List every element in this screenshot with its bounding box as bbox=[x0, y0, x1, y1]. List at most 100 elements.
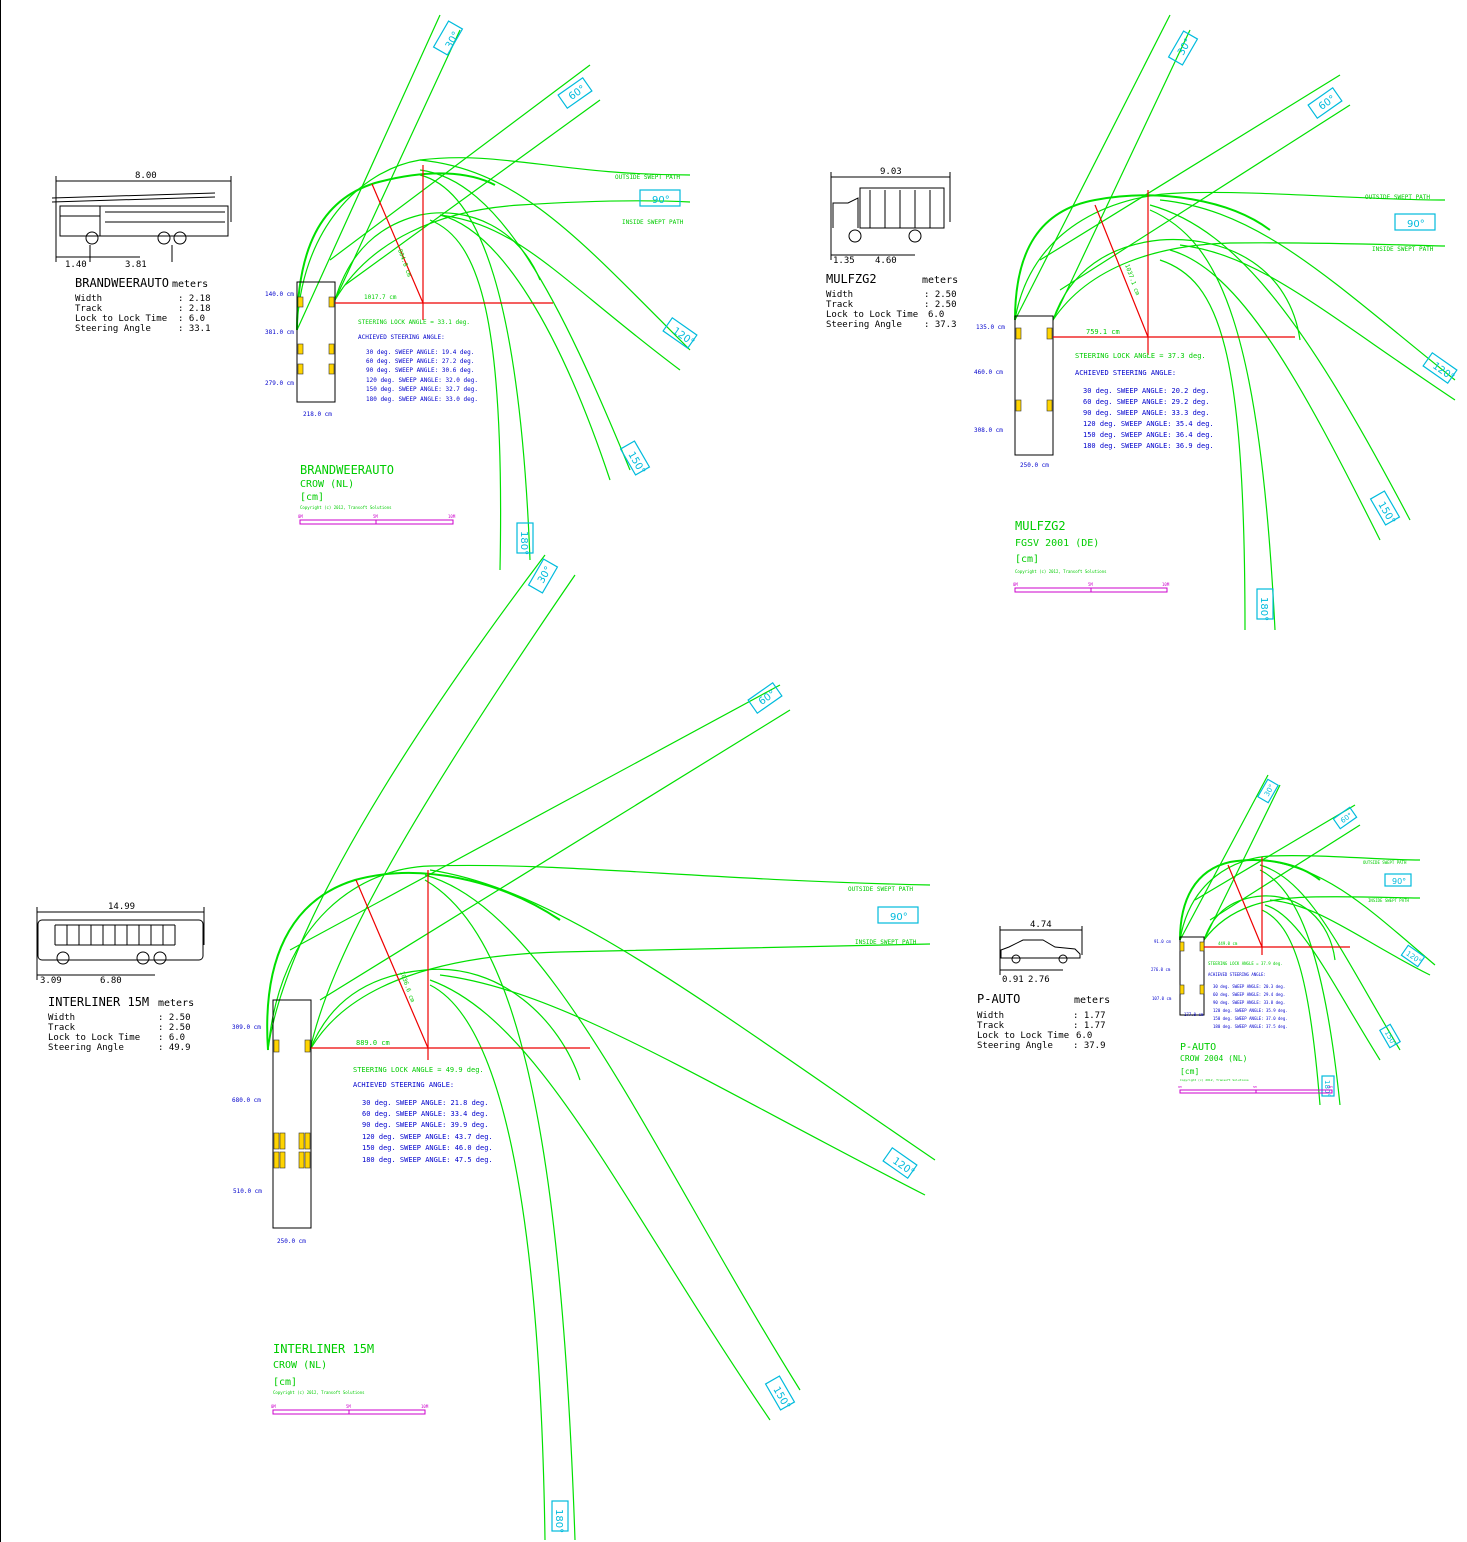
drawing-label: [cm] bbox=[1015, 554, 1039, 565]
drawing-label: FGSV 2001 (DE) bbox=[1015, 538, 1099, 549]
drawing-label: meters bbox=[1074, 995, 1110, 1006]
drawing-label: 150 deg. SWEEP ANGLE: 32.7 deg. bbox=[366, 386, 478, 393]
drawing-label: 10M bbox=[421, 1404, 429, 1409]
drawing-label: : 2.50 bbox=[158, 1013, 191, 1023]
drawing-label: STEERING LOCK ANGLE = 37.3 deg. bbox=[1075, 352, 1206, 360]
drawing-label: 218.0 cm bbox=[303, 411, 332, 418]
drawing-label: 140.0 cm bbox=[265, 291, 294, 298]
drawing-label: 0M bbox=[1013, 582, 1018, 587]
vehicle-name: P-AUTO bbox=[977, 992, 1020, 1006]
drawing-label: 180° bbox=[553, 1509, 564, 1533]
drawing-label: 759.1 cm bbox=[1086, 328, 1120, 336]
drawing-label: 381.0 cm bbox=[265, 329, 294, 336]
drawing-label: 449.0 cm bbox=[1218, 941, 1238, 946]
drawing-label: 150 deg. SWEEP ANGLE: 36.4 deg. bbox=[1083, 431, 1214, 439]
swept-path-interliner: 889.0 cm 1036.6 cm 309.0 cm 680.0 cm 510… bbox=[232, 554, 936, 1541]
drawing-label: ACHIEVED STEERING ANGLE: bbox=[1075, 369, 1176, 377]
garbage-truck-icon bbox=[832, 187, 945, 243]
angle-arrows bbox=[432, 20, 698, 554]
drawing-label: Width bbox=[977, 1011, 1004, 1021]
drawing-label: : 33.1 bbox=[178, 324, 211, 334]
path-title: P-AUTO bbox=[1180, 1042, 1216, 1053]
drawing-label: 3.09 bbox=[40, 976, 62, 986]
drawing-label: 9.03 bbox=[880, 167, 902, 177]
drawing-label: 0M bbox=[271, 1404, 276, 1409]
drawing-label: : 37.9 bbox=[1073, 1041, 1106, 1051]
drawing-label: 30 deg. SWEEP ANGLE: 21.8 deg. bbox=[362, 1099, 488, 1107]
drawing-label: OUTSIDE SWEPT PATH bbox=[1365, 194, 1430, 201]
drawing-label: 0.91 bbox=[1002, 975, 1024, 985]
drawing-label: INSIDE SWEPT PATH bbox=[1372, 246, 1434, 253]
drawing-label: 10M bbox=[448, 514, 456, 519]
drawing-label: 60 deg. SWEEP ANGLE: 29.4 deg. bbox=[1213, 992, 1285, 997]
drawing-label: 120 deg. SWEEP ANGLE: 35.9 deg. bbox=[1213, 1008, 1288, 1013]
vehicle-name: MULFZG2 bbox=[826, 272, 877, 286]
drawing-label: 120 deg. SWEEP ANGLE: 32.0 deg. bbox=[366, 377, 478, 384]
vehicle-outline bbox=[272, 999, 312, 1229]
drawing-label: 60 deg. SWEEP ANGLE: 27.2 deg. bbox=[366, 358, 474, 365]
vehicle-block-p-auto: 4.74 0.91 2.76 P-AUTO meters Width Track… bbox=[977, 920, 1110, 1051]
drawing-label: 177.0 cm bbox=[1184, 1012, 1204, 1017]
drawing-label: Width bbox=[48, 1013, 75, 1023]
swept-path-p-auto: 449.0 cm 91.0 cm 276.0 cm 107.0 cm 177.0… bbox=[1151, 774, 1436, 1106]
drawing-label: Width bbox=[75, 294, 102, 304]
drawing-label: Copyright (c) 2012, Transoft Solutions bbox=[1180, 1078, 1249, 1082]
drawing-label: 680.0 cm bbox=[232, 1097, 261, 1104]
drawing-label: [cm] bbox=[273, 1377, 297, 1388]
drawing-label: 150 deg. SWEEP ANGLE: 37.0 deg. bbox=[1213, 1016, 1288, 1021]
dim-wheelbase: 3.81 bbox=[125, 260, 147, 270]
path-title: BRANDWEERAUTO bbox=[300, 463, 394, 477]
drawing-label: : 1.77 bbox=[1073, 1021, 1106, 1031]
drawing-label: 6.0 bbox=[1076, 1031, 1092, 1041]
drawing-label: 30 deg. SWEEP ANGLE: 19.4 deg. bbox=[366, 349, 474, 356]
page-border bbox=[0, 0, 1, 1542]
drawing-label: CROW (NL) bbox=[300, 479, 354, 490]
drawing-label: Track bbox=[826, 300, 854, 310]
vehicle-block-mulfzg2: 9.03 1.35 4.60 MULFZG2 meters Width Trac… bbox=[826, 167, 958, 330]
drawing-label: 250.0 cm bbox=[1020, 462, 1049, 469]
drawing-label: 804.8 cm bbox=[396, 248, 413, 278]
car-icon bbox=[1000, 939, 1081, 964]
drawing-label: 276.0 cm bbox=[1151, 967, 1171, 972]
drawing-label: 6.80 bbox=[100, 976, 122, 986]
drawing-label: 90 deg. SWEEP ANGLE: 30.6 deg. bbox=[366, 367, 474, 374]
drawing-label: 90 deg. SWEEP ANGLE: 33.3 deg. bbox=[1083, 409, 1209, 417]
drawing-label: 90° bbox=[1392, 877, 1406, 886]
vehicle-name: INTERLINER 15M bbox=[48, 995, 149, 1009]
drawing-label: OUTSIDE SWEPT PATH bbox=[848, 886, 913, 893]
drawing-label: Steering Angle bbox=[826, 320, 902, 330]
drawing-label: Copyright (c) 2012, Transoft Solutions bbox=[273, 1390, 365, 1395]
drawing-label: Lock to Lock Time bbox=[977, 1031, 1069, 1041]
drawing-label: 0M bbox=[298, 514, 303, 519]
vehicle-outline bbox=[1014, 315, 1054, 456]
drawing-label: Track bbox=[48, 1023, 76, 1033]
drawing-label: 4.74 bbox=[1030, 920, 1052, 930]
drawing-label: 250.0 cm bbox=[277, 1238, 306, 1245]
drawing-label: CROW (NL) bbox=[273, 1360, 327, 1371]
drawing-label: : 2.18 bbox=[178, 294, 211, 304]
drawing-label: ACHIEVED STEERING ANGLE: bbox=[358, 334, 445, 341]
drawing-label: ACHIEVED STEERING ANGLE: bbox=[353, 1081, 454, 1089]
drawing-label: [cm] bbox=[300, 492, 324, 503]
drawing-label: Steering Angle bbox=[75, 324, 151, 334]
drawing-label: STEERING LOCK ANGLE = 37.9 deg. bbox=[1208, 961, 1283, 966]
drawing-label: 90° bbox=[890, 912, 908, 923]
scale-bar bbox=[299, 519, 454, 525]
drawing-label: 1037.1 cm bbox=[1123, 263, 1141, 296]
swept-path-brandweerauto: 1017.7 cm 804.8 cm 140.0 cm 381.0 cm 279… bbox=[265, 14, 698, 571]
drawing-label: 180° bbox=[1258, 597, 1269, 621]
drawing-label: 1.35 bbox=[833, 256, 855, 266]
drawing-label: 90° bbox=[1407, 219, 1425, 230]
drawing-label: ACHIEVED STEERING ANGLE: bbox=[1208, 972, 1266, 977]
drawing-label: : 2.50 bbox=[924, 290, 957, 300]
drawing-label: : 1.77 bbox=[1073, 1011, 1106, 1021]
drawing-label: 90° bbox=[652, 195, 670, 206]
drawing-label: [cm] bbox=[1180, 1067, 1199, 1076]
drawing-label: 309.0 cm bbox=[232, 1024, 261, 1031]
drawing-label: 5M bbox=[1088, 582, 1093, 587]
drawing-label: 180 deg. SWEEP ANGLE: 37.5 deg. bbox=[1213, 1024, 1288, 1029]
drawing-label: 30 deg. SWEEP ANGLE: 20.3 deg. bbox=[1213, 984, 1285, 989]
drawing-label: Copyright (c) 2012, Transoft Solutions bbox=[1015, 569, 1107, 574]
drawing-label: 5M bbox=[373, 514, 378, 519]
